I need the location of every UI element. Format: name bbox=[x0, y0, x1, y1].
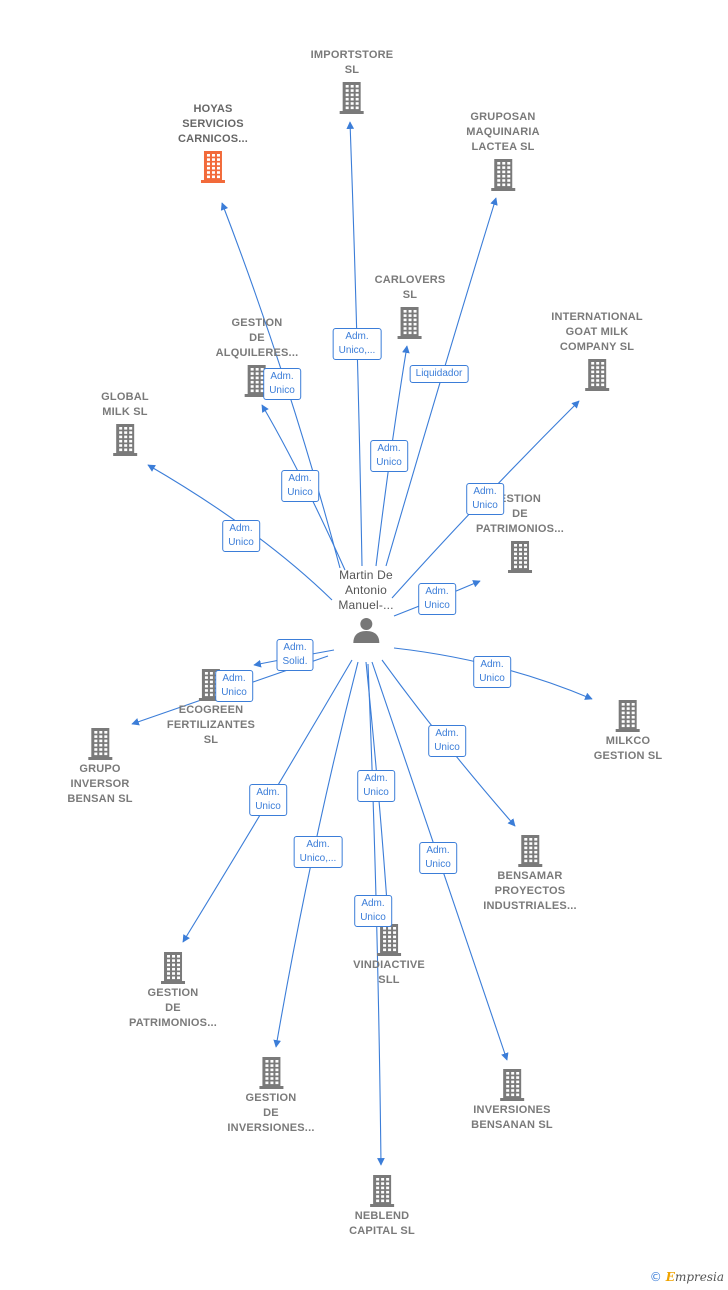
company-node-global-milk[interactable]: GLOBAL MILK SL bbox=[101, 390, 149, 456]
company-node-grupo-inversor[interactable]: GRUPO INVERSOR BENSAN SL bbox=[67, 724, 132, 807]
company-node-importstore[interactable]: IMPORTSTORE SL bbox=[311, 48, 394, 114]
edge-role-label[interactable]: Adm. Unico,... bbox=[293, 836, 343, 868]
building-icon bbox=[585, 359, 609, 391]
building-icon bbox=[616, 700, 640, 732]
company-label: INTERNATIONAL GOAT MILK COMPANY SL bbox=[551, 311, 643, 353]
company-label: MILKCO GESTION SL bbox=[593, 735, 663, 762]
edge-role-label[interactable]: Adm. Unico bbox=[249, 784, 287, 816]
company-node-vindiactive[interactable]: VINDIACTIVE SLL bbox=[353, 920, 425, 988]
company-label: ECOGREEN FERTILIZANTES SL bbox=[166, 704, 256, 746]
person-icon bbox=[352, 618, 379, 643]
copyright-symbol: © bbox=[649, 1270, 662, 1284]
edge-role-label[interactable]: Adm. Unico bbox=[281, 470, 319, 502]
building-icon bbox=[507, 541, 532, 573]
company-node-intl-goat[interactable]: INTERNATIONAL GOAT MILK COMPANY SL bbox=[551, 310, 643, 391]
building-icon bbox=[491, 159, 515, 191]
company-label: CARLOVERS SL bbox=[374, 274, 446, 301]
edge-role-label[interactable]: Adm. Unico bbox=[418, 583, 456, 615]
company-label: ESTION DE PATRIMONIOS... bbox=[476, 493, 564, 535]
building-icon bbox=[398, 307, 422, 339]
company-node-milkco[interactable]: MILKCO GESTION SL bbox=[594, 696, 663, 764]
edge-role-label[interactable]: Adm. Unico bbox=[263, 368, 301, 400]
company-label: IMPORTSTORE SL bbox=[310, 49, 394, 76]
empresia-logo: ©Empresia bbox=[649, 1270, 724, 1284]
edge-role-label[interactable]: Adm. Unico bbox=[370, 440, 408, 472]
company-node-neblend[interactable]: NEBLEND CAPITAL SL bbox=[349, 1171, 415, 1239]
edge-role-label[interactable]: Liquidador bbox=[409, 365, 469, 383]
building-icon bbox=[517, 835, 542, 867]
edge-role-label[interactable]: Adm. Unico bbox=[428, 725, 466, 757]
company-node-ecogreen[interactable]: ECOGREEN FERTILIZANTES SL bbox=[167, 665, 255, 748]
edge-role-label[interactable]: Adm. Unico bbox=[466, 483, 504, 515]
building-icon bbox=[112, 424, 137, 456]
company-label: HOYAS SERVICIOS CARNICOS... bbox=[177, 103, 249, 145]
company-label: GLOBAL MILK SL bbox=[101, 391, 149, 418]
company-label: NEBLEND CAPITAL SL bbox=[349, 1210, 415, 1237]
building-icon bbox=[339, 82, 364, 114]
company-label: GESTION DE INVERSIONES... bbox=[227, 1092, 315, 1134]
company-node-gestion-alquileres[interactable]: GESTION DE ALQUILERES... bbox=[216, 316, 299, 397]
center-person-node[interactable]: Martin De Antonio Manuel-... bbox=[338, 568, 393, 645]
company-node-gruposan[interactable]: GRUPOSAN MAQUINARIA LACTEA SL bbox=[466, 110, 540, 191]
edge-role-label[interactable]: Adm. Unico bbox=[357, 770, 395, 802]
company-label: GRUPOSAN MAQUINARIA LACTEA SL bbox=[466, 111, 540, 153]
company-label: GRUPO INVERSOR BENSAN SL bbox=[67, 763, 133, 805]
building-icon bbox=[500, 1069, 524, 1101]
edge-role-label[interactable]: Adm. Unico bbox=[354, 895, 392, 927]
company-node-gestion-patrimonios-2[interactable]: GESTION DE PATRIMONIOS... bbox=[129, 948, 217, 1031]
edge-role-label[interactable]: Adm. Unico bbox=[419, 842, 457, 874]
building-icon bbox=[259, 1057, 283, 1089]
company-label: GESTION DE ALQUILERES... bbox=[215, 317, 299, 359]
company-node-carlovers[interactable]: CARLOVERS SL bbox=[375, 273, 446, 339]
edge-role-label[interactable]: Adm. Unico bbox=[215, 670, 253, 702]
company-label: BENSAMAR PROYECTOS INDUSTRIALES... bbox=[483, 870, 577, 912]
edge-role-label[interactable]: Adm. Unico bbox=[222, 520, 260, 552]
company-node-inversiones-bensanan[interactable]: INVERSIONES BENSANAN SL bbox=[471, 1065, 553, 1133]
company-label: GESTION DE PATRIMONIOS... bbox=[129, 987, 217, 1029]
edge-role-label[interactable]: Adm. Unico,... bbox=[332, 328, 382, 360]
company-label: INVERSIONES BENSANAN SL bbox=[471, 1104, 553, 1131]
company-node-bensamar[interactable]: BENSAMAR PROYECTOS INDUSTRIALES... bbox=[483, 831, 577, 914]
company-node-hoyas[interactable]: HOYAS SERVICIOS CARNICOS... bbox=[178, 102, 248, 183]
edge-role-label[interactable]: Adm. Unico bbox=[473, 656, 511, 688]
building-icon bbox=[88, 728, 112, 760]
company-label: VINDIACTIVE SLL bbox=[353, 959, 425, 986]
building-icon bbox=[200, 151, 225, 183]
building-icon bbox=[377, 924, 401, 956]
company-node-gestion-inversiones[interactable]: GESTION DE INVERSIONES... bbox=[227, 1053, 314, 1136]
building-icon bbox=[244, 365, 269, 397]
building-icon bbox=[160, 952, 185, 984]
company-node-gestion-patrimonios-1[interactable]: ESTION DE PATRIMONIOS... bbox=[476, 492, 564, 573]
building-icon bbox=[369, 1175, 394, 1207]
edge-role-label[interactable]: Adm. Solid. bbox=[276, 639, 314, 671]
center-person-label: Martin De Antonio Manuel-... bbox=[338, 568, 394, 612]
